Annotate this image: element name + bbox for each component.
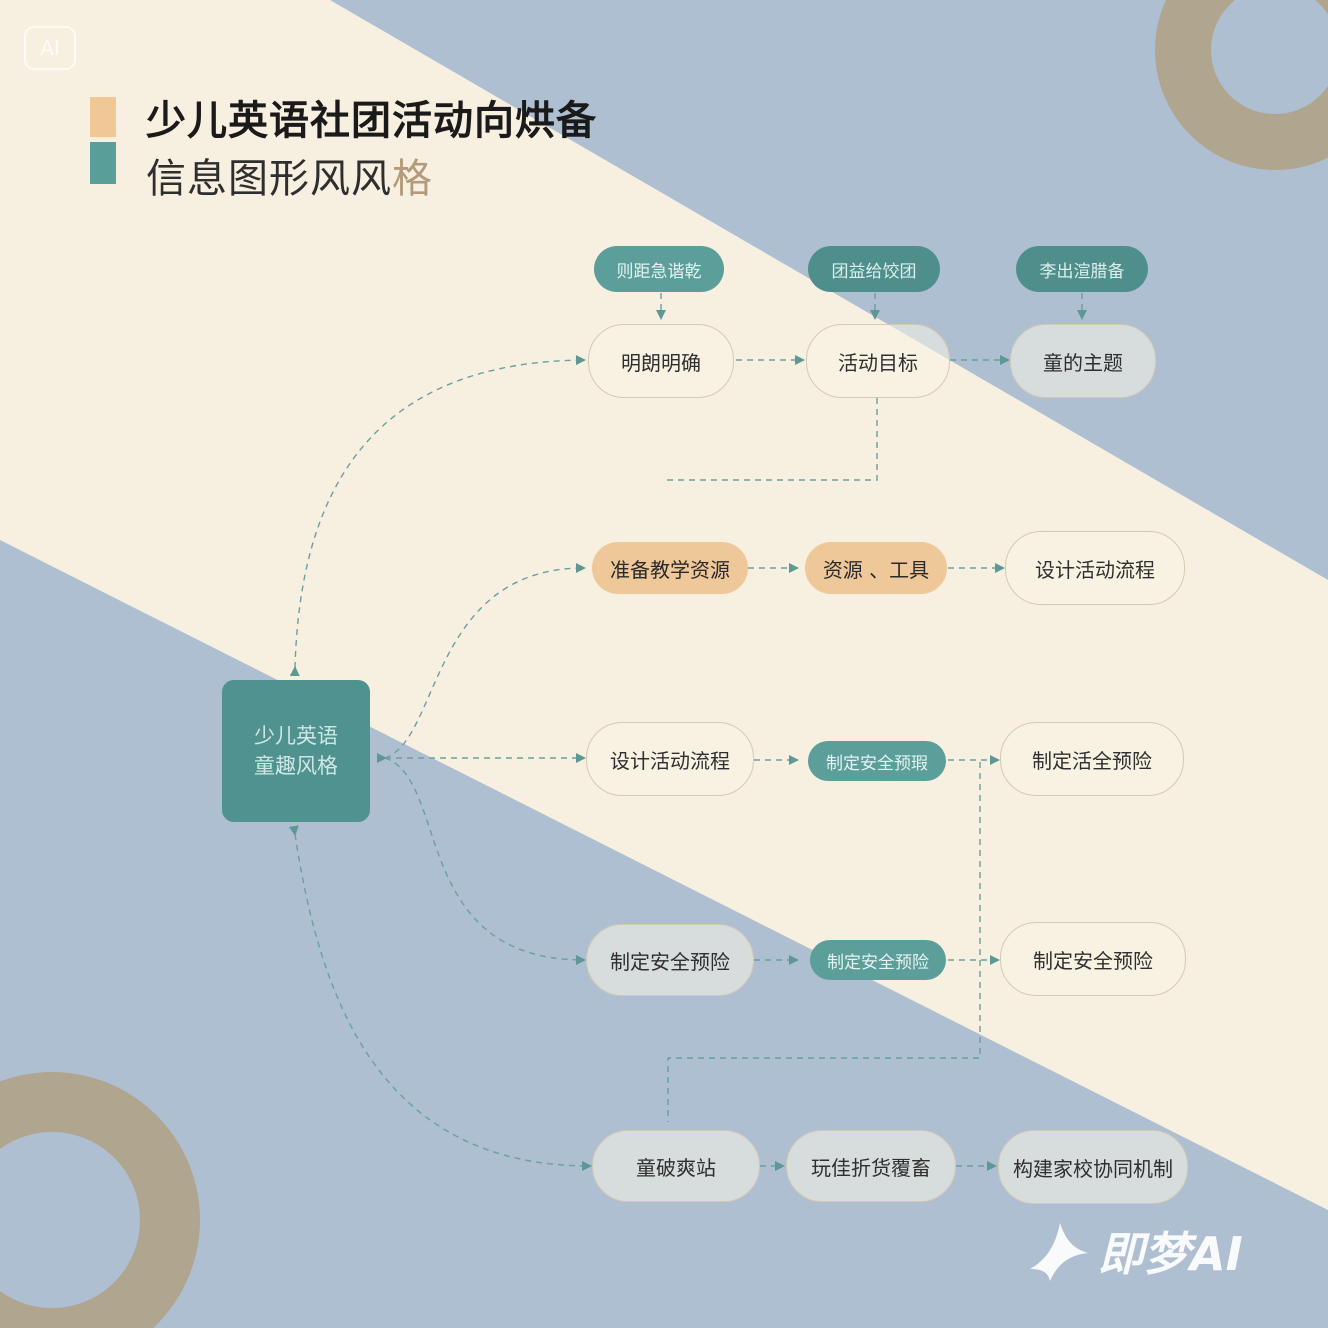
tan-ring-top-right	[1155, 0, 1328, 170]
ai-badge: AI	[24, 26, 76, 70]
watermark-text: 即梦AI	[1098, 1227, 1243, 1281]
center-topic-box: 少儿英语 童趣风格	[222, 680, 370, 822]
watermark: 即梦AI	[1026, 1218, 1243, 1284]
row4-node-2: 制定安全预险	[810, 940, 946, 980]
row5-node-3: 构建家校协同机制	[998, 1130, 1188, 1204]
top-tag-1: 则距急谐乾	[594, 246, 724, 292]
row4-node-1: 制定安全预险	[586, 924, 754, 996]
row1-node-3: 童的主题	[1010, 324, 1156, 398]
page-title: 少儿英语社团活动向烘备	[146, 98, 597, 144]
tan-ring-bottom-left	[0, 1072, 200, 1328]
page-subtitle: 信息图形风风格	[146, 146, 433, 204]
row1-node-1: 明朗明确	[588, 324, 734, 398]
row2-node-1: 准备教学资源	[592, 542, 748, 594]
swallow-logo-icon	[1030, 1223, 1088, 1281]
row3-node-1: 设计活动流程	[586, 722, 754, 796]
row1-node-2: 活动目标	[806, 324, 950, 398]
center-topic-line1: 少儿英语	[254, 724, 338, 748]
title-bar-orange	[90, 97, 116, 137]
row5-node-1: 童破爽站	[592, 1130, 760, 1202]
title-bar-teal	[90, 142, 116, 184]
row5-node-2: 玩佳折货覆畜	[786, 1130, 956, 1202]
subtitle-main: 信息图形风风	[146, 156, 392, 202]
row3-node-2: 制定安全预瑕	[808, 741, 946, 781]
row4-node-3: 制定安全预险	[1000, 922, 1186, 996]
cream-diagonal-band	[0, 0, 1328, 1210]
row3-node-3: 制定活全预险	[1000, 722, 1184, 796]
row2-node-3: 设计活动流程	[1005, 531, 1185, 605]
subtitle-accent: 格	[392, 156, 433, 202]
top-tag-3: 李出渲腊备	[1016, 246, 1148, 292]
top-tag-2: 团益给饺团	[808, 246, 940, 292]
row2-node-2: 资源 、工具	[805, 542, 947, 594]
center-topic-line2: 童趣风格	[254, 754, 338, 778]
